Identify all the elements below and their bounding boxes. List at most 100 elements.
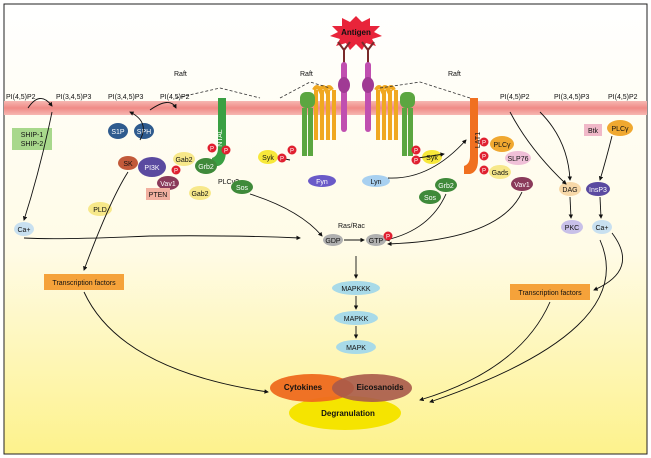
syk-right-node xyxy=(422,150,442,164)
lat1-adaptor: LAT1 xyxy=(464,98,482,174)
pi45p2-mid: PI(4,5)P2 xyxy=(160,94,190,101)
mapkk-node xyxy=(334,311,378,325)
grb2-right-node xyxy=(435,178,457,192)
syk-left-label: Syk xyxy=(262,155,274,162)
ship1-label: SHIP-1 xyxy=(21,132,44,139)
fyn-label: Fyn xyxy=(316,179,328,186)
slp76-node xyxy=(505,151,531,165)
sk-label: SK xyxy=(123,161,133,168)
pld-label: PLD xyxy=(93,207,107,214)
cytokines-label: Cytokines xyxy=(284,383,323,392)
gads-label: Gads xyxy=(492,170,509,177)
ca-right-label: Ca+ xyxy=(595,225,608,232)
mapk-node xyxy=(336,340,376,354)
pi45p2-right-2: PI(4,5)P2 xyxy=(608,94,638,101)
p-9 xyxy=(479,151,489,161)
slp76-label: SLP76 xyxy=(507,156,528,163)
plcg-far-label: PLCγ xyxy=(611,126,629,133)
p-label-9: P xyxy=(482,155,486,161)
antigen-burst: Antigen xyxy=(330,16,382,50)
pkc-label: PKC xyxy=(565,225,579,232)
transcription-box-left xyxy=(44,274,124,290)
vav1-left-label: Vav1 xyxy=(160,181,176,188)
p-label-6: P xyxy=(414,149,418,155)
pld-node xyxy=(88,202,112,216)
gtp-label: GTP xyxy=(369,238,384,245)
p-1 xyxy=(207,143,217,153)
pi345p3-left: PI(3,4,5)P3 xyxy=(56,94,92,101)
pten-label: PTEN xyxy=(149,192,168,199)
fyn-node xyxy=(308,175,336,187)
phosphate-labels: P P P P P P P P P P P xyxy=(174,141,486,241)
p-label-8: P xyxy=(482,141,486,147)
phosphate-markers xyxy=(171,137,489,241)
sph-label: SPH xyxy=(137,129,151,136)
p-11 xyxy=(383,231,393,241)
plcg-left-label: PLCγ? xyxy=(218,179,239,186)
p-2 xyxy=(221,145,231,155)
grb2-left-label: Grb2 xyxy=(198,164,214,171)
p-label-4: P xyxy=(280,157,284,163)
p-label-10: P xyxy=(482,169,486,175)
transcription-box-right xyxy=(510,284,590,300)
grb2-left-node xyxy=(195,158,217,174)
sk-node xyxy=(118,156,138,170)
pi345p3-right: PI(3,4,5)P3 xyxy=(554,94,590,101)
s1p-node xyxy=(108,123,128,139)
pkc-node xyxy=(561,220,583,234)
antigen-label: Antigen xyxy=(341,28,371,37)
p-label-11: P xyxy=(386,235,390,241)
gtp-node xyxy=(366,234,386,246)
gads-node xyxy=(489,165,511,179)
syk-right-label: Syk xyxy=(426,155,438,162)
pi3k-node xyxy=(138,157,166,177)
plcg-right-label: PLCγ xyxy=(493,142,511,149)
receptor-gamma-chains xyxy=(300,92,415,156)
mapkk-label: MAPKK xyxy=(344,316,369,323)
syk-left-node xyxy=(258,150,278,164)
plasma-membrane xyxy=(4,101,647,115)
eicosanoids-ellipse xyxy=(332,374,412,402)
degranulation-ellipse xyxy=(289,396,401,430)
transcription-left-label: Transcription factors xyxy=(52,280,116,287)
plcg-far-node xyxy=(607,120,633,136)
p-label-7: P xyxy=(414,159,418,165)
btk-label: Btk xyxy=(588,128,599,135)
ship-box xyxy=(12,128,52,150)
ca-left-node xyxy=(14,222,34,236)
pi3k-label: PI3K xyxy=(144,165,160,172)
p-3 xyxy=(171,165,181,175)
insp3-label: InsP3 xyxy=(589,187,607,194)
sos-right-node xyxy=(419,190,441,204)
sph-node xyxy=(134,123,154,139)
p-label-3: P xyxy=(174,169,178,175)
p-8 xyxy=(479,137,489,147)
sos-left-node xyxy=(231,180,253,194)
gdp-node xyxy=(323,234,343,246)
ige-antibodies xyxy=(337,41,375,64)
lat1-label: LAT1 xyxy=(475,132,482,148)
degranulation-label: Degranulation xyxy=(321,409,375,418)
gab2-bottom-node xyxy=(189,186,211,200)
gab2-bottom-label: Gab2 xyxy=(191,191,208,198)
btk-box xyxy=(584,124,602,136)
p-label-5: P xyxy=(290,149,294,155)
dag-label: DAG xyxy=(562,187,577,194)
vav1-right-node xyxy=(511,177,533,191)
ras-rac-label: Ras/Rac xyxy=(338,223,365,230)
ship2-label: SHIP-2 xyxy=(21,141,44,148)
pi45p2-right-1: PI(4,5)P2 xyxy=(500,94,530,101)
raft-label-1: Raft xyxy=(174,71,187,78)
mapkkk-node xyxy=(332,281,380,295)
vav1-right-label: Vav1 xyxy=(514,182,530,189)
p-7 xyxy=(411,155,421,165)
ntal-label: NTAL xyxy=(217,129,224,146)
lyn-label: Lyn xyxy=(370,179,381,186)
raft-label-3: Raft xyxy=(448,71,461,78)
pi345p3-mid: PI(3,4,5)P3 xyxy=(108,94,144,101)
raft-label-2: Raft xyxy=(300,71,313,78)
s1p-label: S1P xyxy=(111,129,125,136)
p-label-2: P xyxy=(224,149,228,155)
eicosanoids-label: Eicosanoids xyxy=(356,383,404,392)
